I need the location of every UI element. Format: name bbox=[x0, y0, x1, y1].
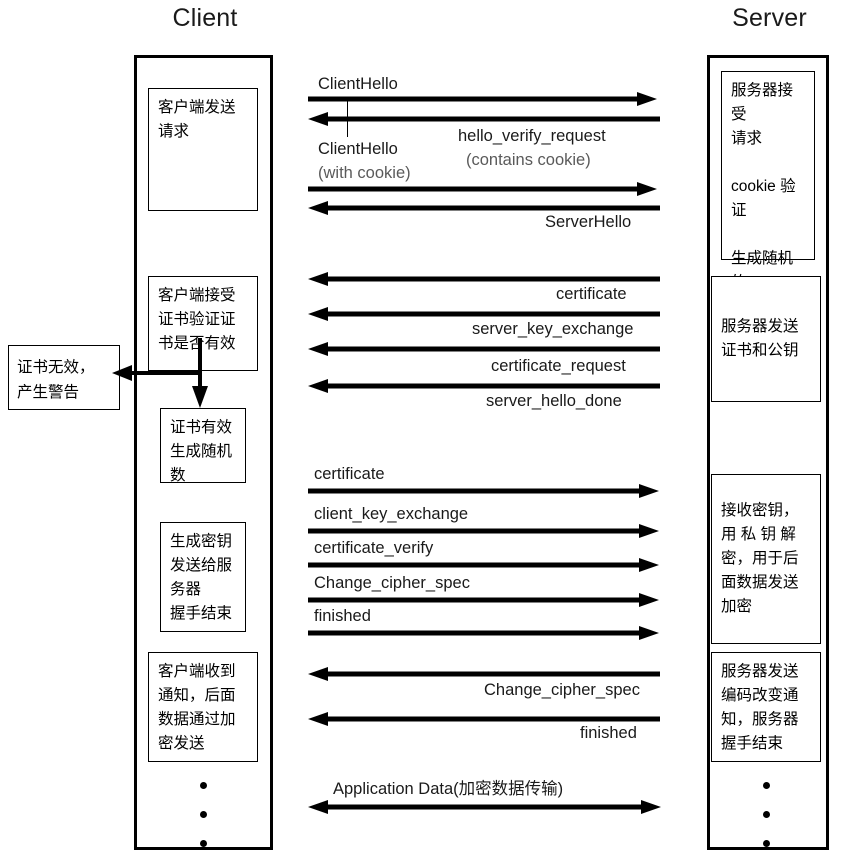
arrow-finished-s2c bbox=[308, 712, 660, 726]
label-clienthello-2-sub: (with cookie) bbox=[318, 164, 411, 182]
arrow-change-cipher-spec-s2c bbox=[308, 667, 660, 681]
label-certificate-c2s: certificate bbox=[314, 465, 385, 483]
client-note-send-request: 客户端发送 请求 bbox=[148, 88, 258, 211]
label-change-cipher-spec-s2c: Change_cipher_spec bbox=[484, 681, 640, 699]
arrow-certificate-s2c bbox=[308, 272, 660, 286]
dot-2 bbox=[762, 811, 770, 818]
arrow-certificate-request bbox=[308, 342, 660, 356]
label-server-hello-done: server_hello_done bbox=[486, 392, 622, 410]
label-clienthello-1: ClientHello bbox=[318, 75, 398, 93]
label-finished-s2c: finished bbox=[580, 724, 637, 742]
label-clienthello-2: ClientHello bbox=[318, 140, 398, 158]
server-note-send-cert: 服务器发送 证书和公钥 bbox=[711, 276, 821, 402]
arrow-hello-verify-request bbox=[308, 112, 660, 126]
server-note-change-cipher: 服务器发送 编码改变通 知，服务器 握手结束 bbox=[711, 652, 821, 762]
client-note-verify-cert: 客户端接受 证书验证证 书是否有效 bbox=[148, 276, 258, 371]
dot-3 bbox=[199, 840, 207, 847]
arrow-certificate-verify bbox=[308, 558, 659, 572]
cert-invalid-alert-box: 证书无效， 产生警告 bbox=[8, 345, 120, 410]
lane-title-client: Client bbox=[172, 4, 238, 32]
arrow-application-data bbox=[308, 800, 661, 814]
label-certificate-request: certificate_request bbox=[491, 357, 626, 375]
arrow-clienthello-2 bbox=[308, 182, 657, 196]
arrow-client-key-exchange bbox=[308, 524, 659, 538]
client-note-notified: 客户端收到 通知，后面 数据通过加 密发送 bbox=[148, 652, 258, 762]
label-application-data: Application Data(加密数据传输) bbox=[333, 780, 564, 798]
dot-3 bbox=[762, 840, 770, 847]
server-note-accept-request: 服务器接受 请求 cookie 验证 生成随机的 session ID bbox=[721, 71, 815, 315]
arrow-serverhello bbox=[308, 201, 660, 215]
server-continuation-dots bbox=[711, 782, 821, 861]
dot-2 bbox=[199, 811, 207, 818]
label-certificate-verify: certificate_verify bbox=[314, 539, 434, 557]
label-serverhello: ServerHello bbox=[545, 213, 632, 231]
arrow-server-key-exchange bbox=[308, 307, 660, 321]
cert-invalid-alert-arrow bbox=[112, 338, 208, 408]
label-hello-verify-request: hello_verify_request bbox=[458, 127, 606, 145]
label-client-key-exchange: client_key_exchange bbox=[314, 505, 469, 523]
label-hello-verify-request-sub: (contains cookie) bbox=[466, 151, 591, 169]
arrow-clienthello-1 bbox=[308, 92, 657, 106]
client-continuation-dots bbox=[148, 782, 258, 861]
label-change-cipher-spec-c2s: Change_cipher_spec bbox=[314, 574, 470, 592]
label-finished-c2s: finished bbox=[314, 607, 371, 625]
lane-title-server: Server bbox=[732, 4, 807, 32]
arrow-finished-c2s bbox=[308, 626, 659, 640]
client-note-cert-valid: 证书有效 生成随机 数 bbox=[160, 408, 246, 484]
server-note-recv-key: 接收密钥， 用 私 钥 解 密，用于后 面数据发送 加密 bbox=[711, 474, 821, 644]
dot-1 bbox=[762, 782, 770, 789]
arrow-change-cipher-spec-c2s bbox=[308, 593, 659, 607]
dot-1 bbox=[199, 782, 207, 789]
label-certificate-s2c: certificate bbox=[556, 285, 627, 303]
label-server-key-exchange: server_key_exchange bbox=[472, 320, 634, 338]
arrow-certificate-c2s bbox=[308, 484, 659, 498]
client-note-gen-key: 生成密钥 发送给服 务器 握手结束 bbox=[160, 522, 246, 632]
arrow-server-hello-done bbox=[308, 379, 660, 393]
